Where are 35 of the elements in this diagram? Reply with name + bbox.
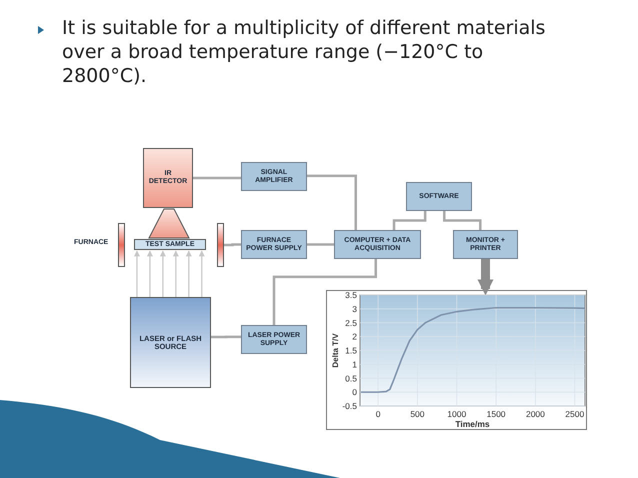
arrow bbox=[186, 250, 192, 297]
connector-line bbox=[224, 243, 241, 246]
tick-label: 2.5 bbox=[345, 318, 357, 328]
connector-line bbox=[272, 259, 377, 325]
tick-label: 2500 bbox=[565, 409, 584, 419]
tick-label: -0.5 bbox=[342, 401, 357, 411]
furnace-wall bbox=[217, 223, 224, 267]
tick-label: 1.5 bbox=[345, 346, 357, 356]
arrow bbox=[172, 250, 179, 297]
connector-line bbox=[443, 211, 482, 230]
bullet-text: It is suitable for a multiplicity of different materials over a broad temperature range (−120°C to 2800°C). bbox=[62, 16, 546, 88]
arrow bbox=[198, 250, 205, 297]
arrow bbox=[146, 250, 153, 297]
connector-line bbox=[392, 211, 426, 230]
tick-label: 0 bbox=[352, 387, 357, 398]
connector-line bbox=[307, 174, 357, 230]
tick-label: 1000 bbox=[447, 409, 466, 419]
furnace-wall bbox=[118, 223, 125, 267]
connector-line bbox=[193, 176, 241, 180]
tick-label: 0.5 bbox=[345, 373, 357, 384]
axis-title: Delta T/V bbox=[331, 333, 340, 368]
arrow bbox=[134, 250, 140, 297]
tick-label: 3 bbox=[352, 304, 357, 314]
tick-label: 2000 bbox=[526, 409, 545, 419]
connector-line bbox=[211, 336, 241, 338]
tick-label: 1500 bbox=[486, 409, 506, 419]
tick-label: 0 bbox=[376, 409, 380, 419]
tick-label: 3.5 bbox=[345, 290, 357, 300]
connector-line bbox=[307, 243, 334, 246]
arrow bbox=[160, 250, 166, 297]
tick-label: 1 bbox=[352, 359, 357, 370]
axis-title: Time/ms bbox=[455, 419, 490, 429]
down-arrow bbox=[477, 259, 494, 296]
tick-label: 2 bbox=[352, 332, 357, 342]
tick-label: 500 bbox=[410, 409, 425, 419]
